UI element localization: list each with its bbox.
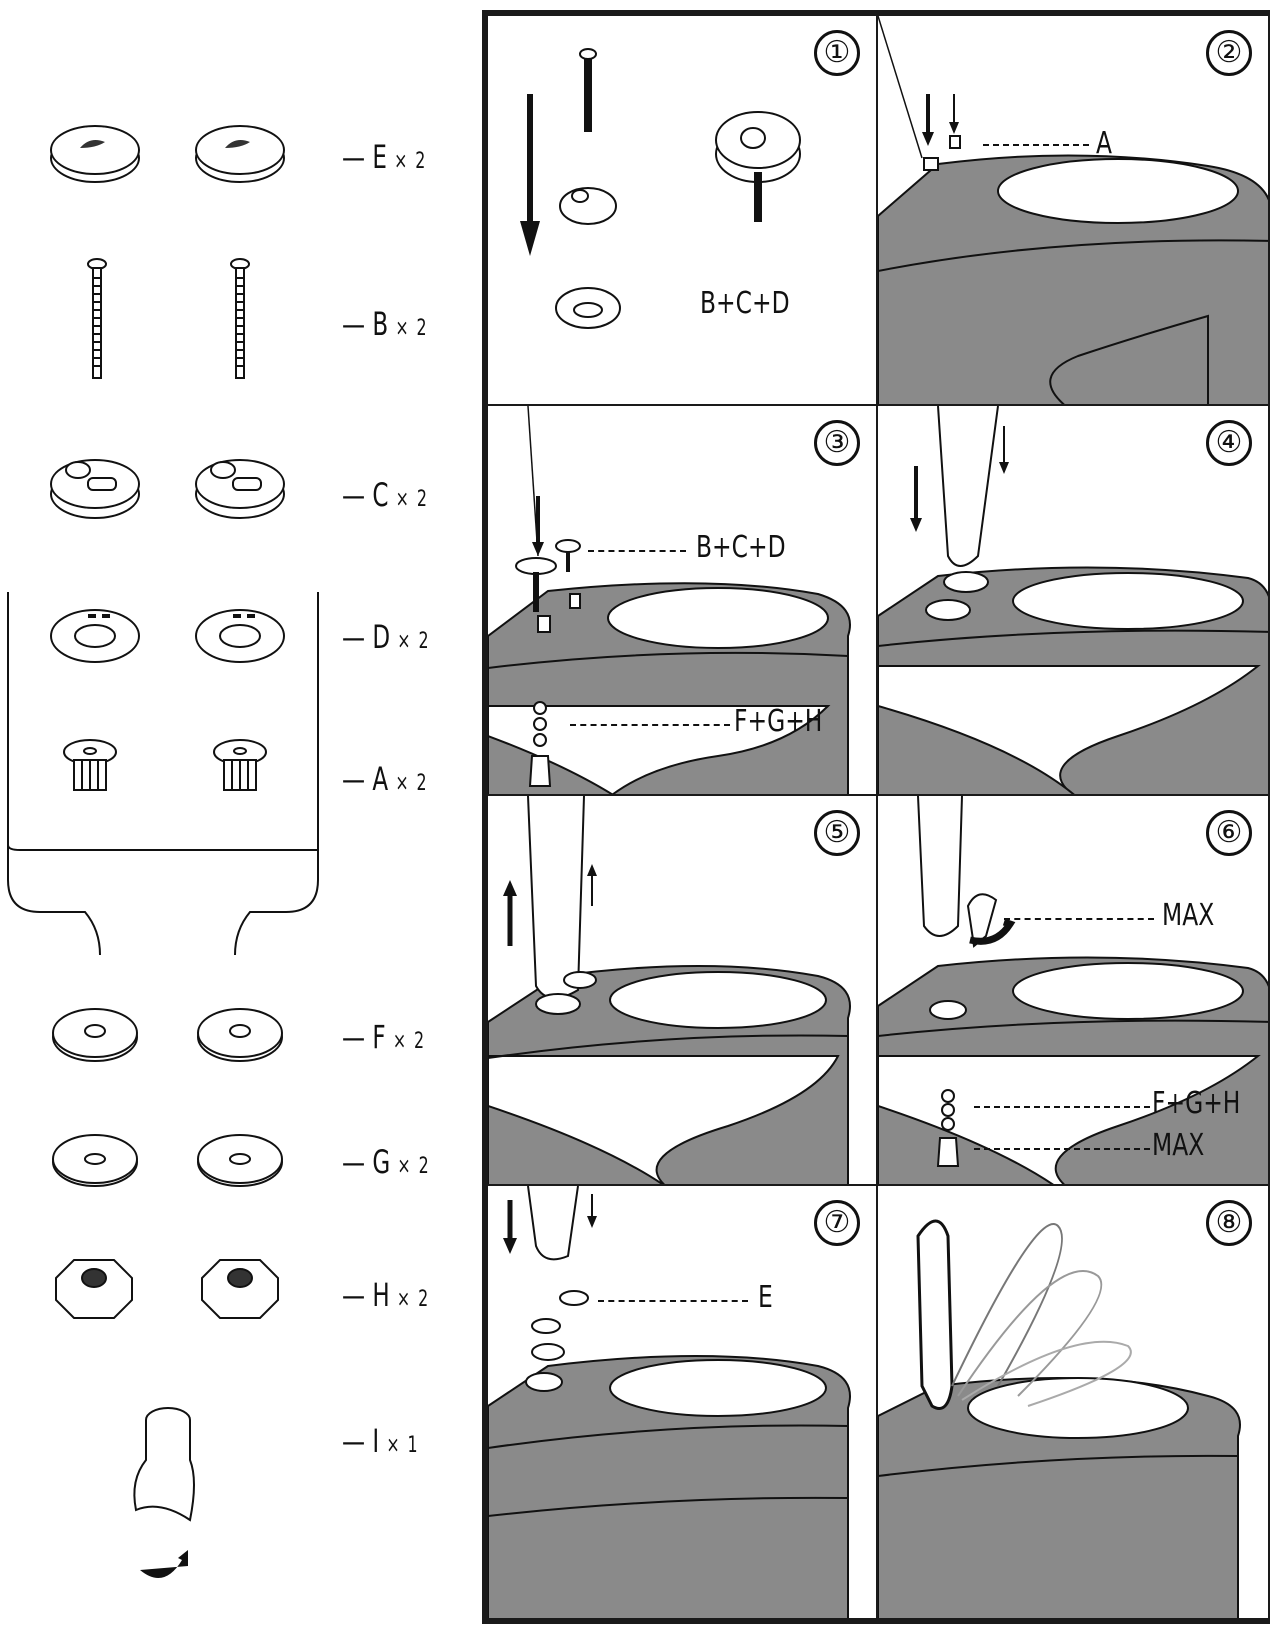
- step-7-illustration: [488, 1186, 851, 1618]
- step-7-number: ⑦: [814, 1200, 860, 1246]
- step-3-callout-bottom: F+G+H: [734, 704, 823, 739]
- step-2-callout: A: [1096, 126, 1113, 161]
- part-i-tool-icon: [133, 1407, 195, 1578]
- step-2-leader: [983, 144, 1089, 146]
- part-label-h: — H× 2: [342, 1276, 430, 1314]
- part-g-washer-icon: [52, 1134, 283, 1187]
- part-e-cap-icon: [50, 125, 285, 183]
- step-5-panel: ⑤: [486, 794, 878, 1186]
- step-6-illustration: [878, 796, 1268, 1184]
- step-6-leader-max-top: [1004, 918, 1154, 920]
- step-8-illustration: [878, 1219, 1241, 1618]
- step-3-leader-bottom: [570, 724, 730, 726]
- step-6-number: ⑥: [1206, 810, 1252, 856]
- step-4-panel: ④: [876, 404, 1270, 796]
- step-3-callout-top: B+C+D: [696, 530, 786, 565]
- part-b-bolt-icon: [87, 258, 250, 379]
- parts-list: — E× 2 — B× 2 — C× 2 — D× 2: [0, 0, 470, 1626]
- step-6-leader-fgh: [974, 1106, 1150, 1108]
- part-label-g: — G× 2: [342, 1143, 431, 1181]
- part-label-f: — F× 2: [342, 1018, 426, 1056]
- step-7-panel: ⑦ E: [486, 1184, 878, 1620]
- step-8-number: ⑧: [1206, 1200, 1252, 1246]
- part-label-d: — D× 2: [342, 618, 431, 656]
- step-6-callout-fgh: F+G+H: [1152, 1086, 1241, 1121]
- step-3-illustration: [488, 406, 851, 794]
- step-grid: ① B+C+D ② A: [482, 10, 1270, 1624]
- step-3-number: ③: [814, 420, 860, 466]
- step-6-callout-max-top: MAX: [1162, 898, 1215, 933]
- step-1-illustration: [520, 48, 801, 329]
- step-8-panel: ⑧: [876, 1184, 1270, 1620]
- step-5-number: ⑤: [814, 810, 860, 856]
- step-2-panel: ② A: [876, 14, 1270, 406]
- part-d-plate-icon: [50, 609, 285, 663]
- part-label-c: — C× 2: [342, 476, 429, 514]
- step-1-number: ①: [814, 30, 860, 76]
- part-a-anchor-icon: [63, 739, 267, 791]
- step-7-callout: E: [758, 1280, 773, 1315]
- part-label-e: — E× 2: [342, 138, 427, 176]
- step-6-callout-max-bottom: MAX: [1152, 1128, 1205, 1163]
- step-6-leader-max-bottom: [974, 1148, 1150, 1150]
- part-label-i: — I× 1: [342, 1422, 420, 1460]
- step-4-number: ④: [1206, 420, 1252, 466]
- step-3-panel: ③ B+C+D F+G+H: [486, 404, 878, 796]
- step-2-illustration: [878, 16, 1268, 404]
- step-7-leader: [598, 1300, 748, 1302]
- step-4-illustration: [878, 406, 1268, 794]
- step-1-callout: B+C+D: [700, 286, 790, 321]
- step-6-panel: ⑥ MAX F+G+H MAX: [876, 794, 1270, 1186]
- step-2-number: ②: [1206, 30, 1252, 76]
- step-5-illustration: [488, 796, 851, 1184]
- part-c-base-icon: [50, 459, 285, 519]
- part-label-a: — A× 2: [342, 760, 429, 798]
- parts-bracket: [7, 592, 319, 956]
- step-3-leader-top: [588, 550, 686, 552]
- part-f-washer-icon: [52, 1008, 283, 1062]
- part-label-b: — B× 2: [342, 305, 429, 343]
- step-1-panel: ① B+C+D: [486, 14, 878, 406]
- part-h-nut-icon: [55, 1259, 279, 1319]
